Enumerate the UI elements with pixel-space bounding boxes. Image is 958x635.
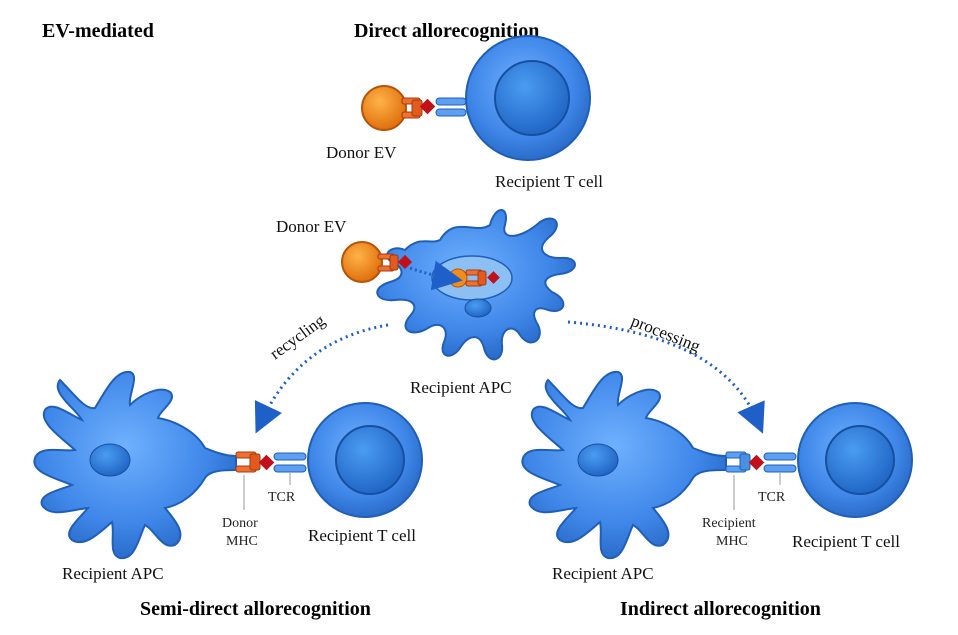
mhc-inside-apc <box>465 269 500 287</box>
heading-indirect: Indirect allorecognition <box>620 598 821 620</box>
tcr-right <box>763 452 797 473</box>
peptide-right <box>748 454 765 471</box>
indirect-group: TCR Recipient MHC Recipient T cell Recip… <box>521 370 913 583</box>
donor-mhc-left <box>235 451 261 473</box>
label-donor-ev-mid: Donor EV <box>276 217 347 236</box>
label-tcr-left: TCR <box>268 490 296 505</box>
label-recipient-apc-right: Recipient APC <box>552 564 654 583</box>
t-cell-nucleus-left <box>335 425 405 495</box>
label-recipient-mhc-1: Recipient <box>702 516 756 531</box>
heading-ev-mediated: EV-mediated <box>42 20 154 42</box>
label-recipient-t-cell-left: Recipient T cell <box>308 526 416 545</box>
t-cell-nucleus-top <box>494 60 570 136</box>
processing-arrow <box>567 320 765 434</box>
peptide-left <box>258 454 275 471</box>
label-donor-ev-top: Donor EV <box>326 143 397 162</box>
middle-apc-group: Donor EV Recipient APC <box>276 209 576 397</box>
apc-nucleus-mid <box>464 298 492 318</box>
label-donor-mhc-2: MHC <box>226 534 258 549</box>
label-recipient-apc-left: Recipient APC <box>62 564 164 583</box>
donor-mhc-mid <box>377 253 413 272</box>
t-cell-nucleus-right <box>825 425 895 495</box>
label-recipient-mhc-2: MHC <box>716 534 748 549</box>
label-recycling: recycling <box>266 310 329 363</box>
tcr-left <box>273 452 307 473</box>
uptake-arrow <box>409 260 463 291</box>
label-tcr-right: TCR <box>758 490 786 505</box>
semi-direct-group: TCR Donor MHC Recipient T cell Recipient… <box>33 370 423 583</box>
heading-semi-direct: Semi-direct allorecognition <box>140 598 371 620</box>
donor-mhc-top <box>401 97 423 119</box>
label-recipient-t-cell-right: Recipient T cell <box>792 532 900 551</box>
recycling-arrow <box>254 323 389 434</box>
apc-nucleus-left <box>89 443 131 477</box>
direct-allorecognition-group: Donor EV Recipient T cell <box>326 35 603 191</box>
recipient-apc-left <box>33 370 237 560</box>
tcr-top <box>435 97 467 117</box>
donor-ev-top <box>361 85 407 131</box>
label-recipient-apc-mid: Recipient APC <box>410 378 512 397</box>
label-recipient-t-cell-top: Recipient T cell <box>495 172 603 191</box>
donor-ev-mid <box>341 241 383 283</box>
label-donor-mhc-1: Donor <box>222 516 258 531</box>
ev-fragment-mid <box>448 268 468 288</box>
apc-nucleus-right <box>577 443 619 477</box>
recipient-mhc-right <box>725 451 751 473</box>
recipient-apc-right <box>521 370 727 560</box>
heading-direct: Direct allorecognition <box>354 20 539 42</box>
